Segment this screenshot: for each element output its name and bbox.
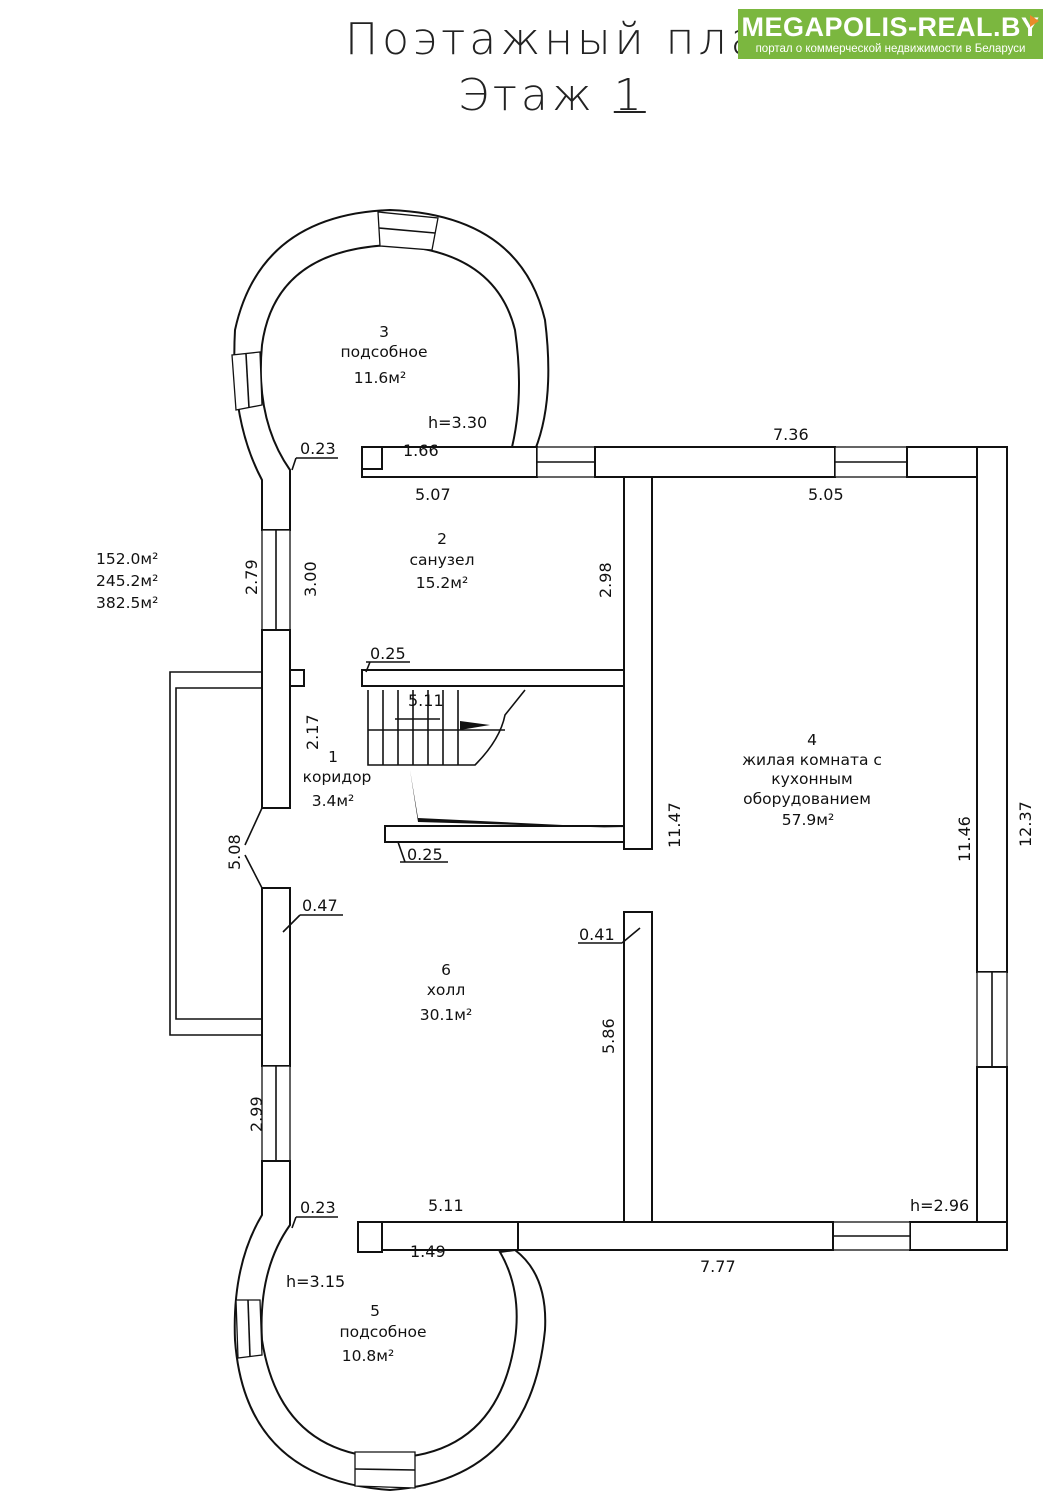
room1-number: 1: [328, 748, 338, 766]
wall-right-upper: [976, 446, 1008, 973]
dim-room4-right: 11.46: [955, 816, 974, 862]
wall-inner-lower: [623, 911, 653, 1223]
dim-outer-right: 12.37: [1016, 801, 1035, 847]
room4-name-line3: оборудованием: [743, 790, 871, 808]
room4-area: 57.9м²: [782, 811, 834, 829]
dim-room5-width: 1.49: [410, 1242, 446, 1261]
dim-window-left: 2.79: [242, 559, 261, 595]
site-logo[interactable]: MEGAPOLIS-REAL.BY портал о коммерческой …: [738, 9, 1043, 59]
dim-hall-height: 5.86: [599, 1018, 618, 1054]
room6-name: холл: [427, 981, 465, 999]
dim-bottom-outer: 7.77: [700, 1257, 736, 1276]
dim-partition-lower: 0.25: [407, 845, 443, 864]
wall-round-room-bottom: [233, 1160, 547, 1492]
plan-title: Поэтажный план: [345, 14, 795, 65]
room6-area: 30.1м²: [420, 1006, 472, 1024]
wall-partition-upper: [361, 669, 625, 687]
dim-corridor-height: 2.17: [303, 714, 322, 750]
dim-room3-width: 1.66: [403, 441, 439, 460]
staircase: [367, 689, 625, 828]
logo-name: MEGAPOLIS-REAL.BY: [741, 12, 1040, 42]
porch-outline: [169, 671, 262, 1036]
wall-stub-bottom: [357, 1221, 383, 1253]
dim-top-outer: 7.36: [773, 425, 809, 444]
room4-name-line1: жилая комната с: [742, 751, 882, 769]
dim-wall-left: 0.47: [302, 896, 338, 915]
dim-wall-top-left: 0.23: [300, 439, 336, 458]
wall-top-middle: [594, 446, 836, 478]
wall-left-lower: [261, 887, 291, 1067]
wall-left-stub: [289, 669, 305, 687]
room3-name: подсобное: [340, 343, 427, 361]
room4-name-line2: кухонным: [771, 770, 852, 788]
floor-number: 1: [613, 70, 646, 121]
stair-ramp-wedge: [410, 770, 625, 828]
room-labels: 3 подсобное 11.6м² 2 санузел 15.2м² 1 ко…: [303, 323, 882, 1365]
stair-arrow-icon: [460, 721, 490, 730]
dim-partition-upper: 0.25: [370, 644, 406, 663]
total-area-3: 382.5м²: [96, 594, 158, 612]
dim-door-left: 5.08: [225, 834, 244, 870]
room2-number: 2: [437, 530, 447, 548]
dim-wall-inner: 0.41: [579, 925, 615, 944]
dim-wall-bottom-left: 0.23: [300, 1198, 336, 1217]
wall-bottom-left: [357, 1221, 519, 1251]
room5-number: 5: [370, 1302, 380, 1320]
room5-name: подсобное: [339, 1323, 426, 1341]
dim-window-left-lower: 2.99: [247, 1096, 266, 1132]
height-room5: h=3.15: [286, 1272, 345, 1291]
area-totals: 152.0м² 245.2м² 382.5м²: [96, 550, 158, 612]
logo-subtitle: портал о коммерческой недвижимости в Бел…: [755, 43, 1026, 55]
wall-bottom-right: [909, 1221, 1008, 1251]
room2-area: 15.2м²: [416, 574, 468, 592]
ceiling-heights: h=3.30 h=2.96 h=3.15: [286, 413, 969, 1291]
room6-number: 6: [441, 961, 451, 979]
room2-name: санузел: [409, 551, 474, 569]
height-room4: h=2.96: [910, 1196, 969, 1215]
wall-partition-lower: [384, 825, 625, 843]
dim-room4-width: 5.05: [808, 485, 844, 504]
wall-left-upper: [261, 629, 291, 809]
dim-room4-inner: 11.47: [665, 802, 684, 848]
floor-title: Этаж 1: [458, 70, 646, 121]
wall-stub-top: [361, 446, 383, 470]
room3-number: 3: [379, 323, 389, 341]
room3-area: 11.6м²: [354, 369, 406, 387]
wall-inner-upper: [623, 476, 653, 850]
dim-room2-left: 3.00: [301, 561, 320, 597]
dim-hall-width: 5.11: [428, 1196, 464, 1215]
total-area-2: 245.2м²: [96, 572, 158, 590]
room1-name: коридор: [303, 768, 372, 786]
dim-stair-length: 5.11: [408, 691, 444, 710]
leader-lines: [282, 457, 641, 1229]
total-area-1: 152.0м²: [96, 550, 158, 568]
height-room3: h=3.30: [428, 413, 487, 432]
logo-flag-icon: [1030, 15, 1039, 27]
dimensions: 0.23 1.66 7.36 5.07 5.05 2.79 3.00 2.98 …: [225, 425, 1035, 1276]
room1-area: 3.4м²: [312, 792, 355, 810]
wall-right-lower: [976, 1066, 1008, 1251]
dim-room2-height: 2.98: [596, 562, 615, 598]
room4-number: 4: [807, 731, 817, 749]
room5-area: 10.8м²: [342, 1347, 394, 1365]
floor-title-prefix: Этаж: [458, 70, 614, 121]
walls: [169, 208, 1008, 1492]
wall-bottom-middle: [514, 1221, 834, 1251]
dim-room2-width: 5.07: [415, 485, 451, 504]
wall-top-left: [361, 446, 538, 478]
